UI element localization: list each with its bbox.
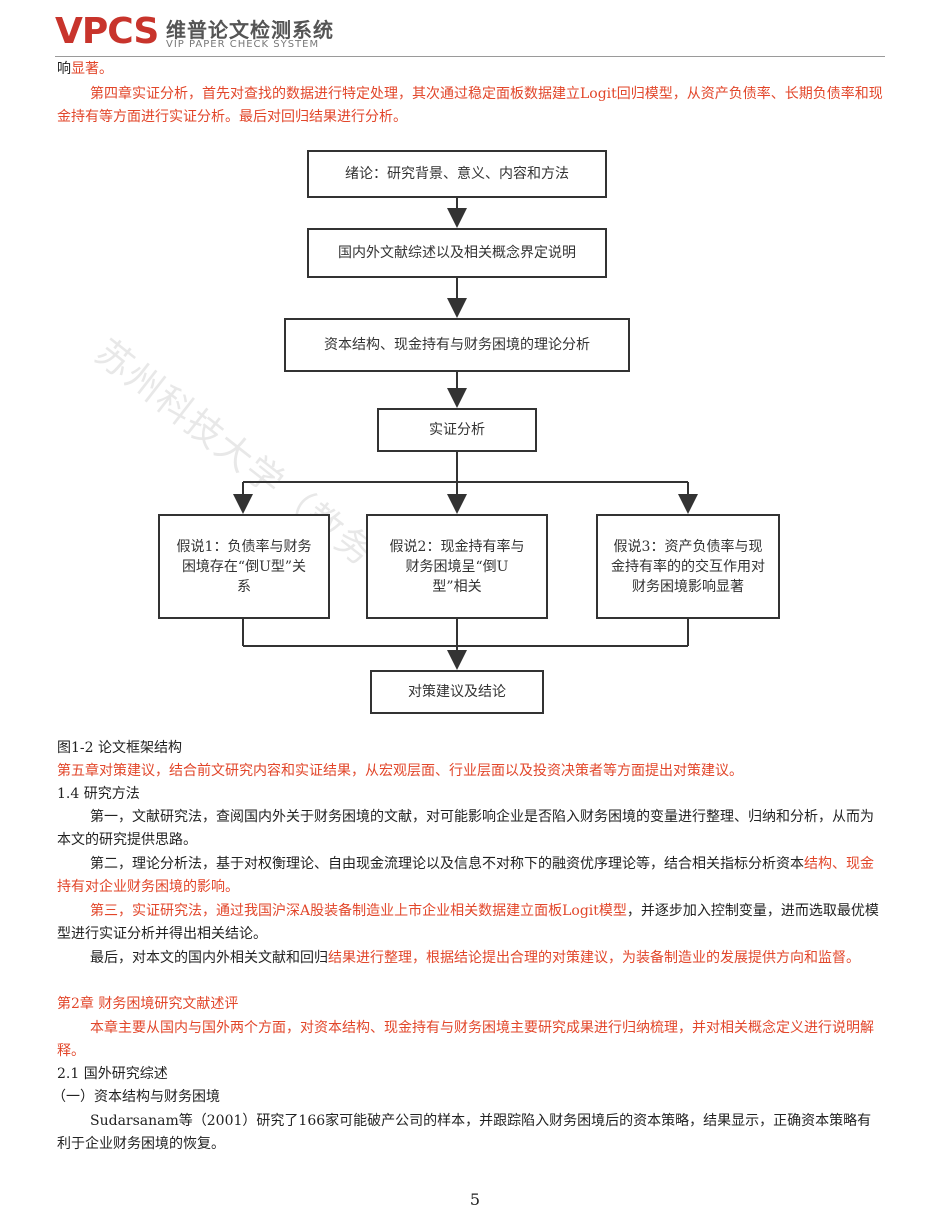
paragraph-method-3: 第三，实证研究法，通过我国沪深A股装备制造业上市企业相关数据建立面板Logit模… (57, 900, 883, 945)
logo-english-title: VIP PAPER CHECK SYSTEM (166, 39, 320, 50)
box-conclusion: 对策建议及结论 (370, 670, 544, 714)
box-introduction: 绪论：研究背景、意义、内容和方法 (307, 150, 607, 198)
box-literature-review: 国内外文献综述以及相关概念界定说明 (307, 228, 607, 278)
box-hypothesis-3: 假说3：资产负债率与现金持有率的的交互作用对财务困境影响显著 (596, 514, 780, 619)
box-theory-analysis: 资本结构、现金持有与财务困境的理论分析 (284, 318, 630, 372)
text-red: 结果进行整理，根据结论提出合理的对策建议，为装备制造业的发展提供方向和监督。 (328, 950, 860, 966)
section-heading-1-4: 1.4 研究方法 (57, 786, 140, 802)
figure-caption: 图1-2 论文框架结构 (57, 740, 182, 756)
text-black: 第二，理论分析法，基于对权衡理论、自由现金流理论以及信息不对称下的融资优序理论等… (90, 856, 804, 872)
text-red: 显著。 (71, 61, 113, 77)
text-black: ，并逐步加入控制变量，进而选取最优模型进行实证分析并得出相关结论。 (57, 903, 879, 942)
diagram-connectors (233, 197, 698, 670)
box-empirical-analysis: 实证分析 (377, 408, 537, 452)
paragraph-method-4: 最后，对本文的国内外相关文献和回归结果进行整理，根据结论提出合理的对策建议，为装… (57, 947, 883, 970)
text-black: 最后，对本文的国内外相关文献和回归 (90, 950, 328, 966)
box-hypothesis-2: 假说2：现金持有率与财务困境呈“倒U型”相关 (366, 514, 548, 619)
paragraph-continuation: 响显著。 (57, 58, 883, 81)
paragraph-chapter4: 第四章实证分析，首先对查找的数据进行特定处理，其次通过稳定面板数据建立Logit… (57, 86, 883, 125)
paragraph-chapter5: 第五章对策建议，结合前文研究内容和实证结果，从宏观层面、行业层面以及投资决策者等… (57, 763, 743, 779)
section-heading-2-1: 2.1 国外研究综述 (57, 1066, 168, 1082)
page-header: VPCS 维普论文检测系统 VIP PAPER CHECK SYSTEM (55, 10, 885, 57)
paragraph-method-1: 第一，文献研究法，查阅国内外关于财务困境的文献，对可能影响企业是否陷入财务困境的… (57, 809, 874, 848)
text-black: 响 (57, 61, 71, 77)
vpcs-logo: VPCS (55, 11, 159, 52)
subsection-heading: （一）资本结构与财务困境 (52, 1089, 220, 1105)
logo-chinese-title: 维普论文检测系统 (166, 18, 334, 42)
paragraph-method-2: 第二，理论分析法，基于对权衡理论、自由现金流理论以及信息不对称下的融资优序理论等… (57, 853, 883, 898)
text-red: 第三，实证研究法，通过我国沪深A股装备制造业上市企业相关数据建立面板Logit模… (90, 903, 627, 919)
framework-diagram: 绪论：研究背景、意义、内容和方法 国内外文献综述以及相关概念界定说明 资本结构、… (150, 140, 800, 720)
box-hypothesis-1: 假说1：负债率与财务困境存在“倒U型”关系 (158, 514, 330, 619)
text-red: 结构、现金持有对企业财务困境的影响。 (57, 856, 874, 895)
chapter-heading-2: 第2章 财务困境研究文献述评 (57, 996, 239, 1012)
paragraph-chapter2-intro: 本章主要从国内与国外两个方面，对资本结构、现金持有与财务困境主要研究成果进行归纳… (57, 1020, 874, 1059)
paragraph-sudarsanam: Sudarsanam等（2001）研究了166家可能破产公司的样本，并跟踪陷入财… (57, 1113, 872, 1152)
page-number: 5 (469, 1190, 481, 1209)
